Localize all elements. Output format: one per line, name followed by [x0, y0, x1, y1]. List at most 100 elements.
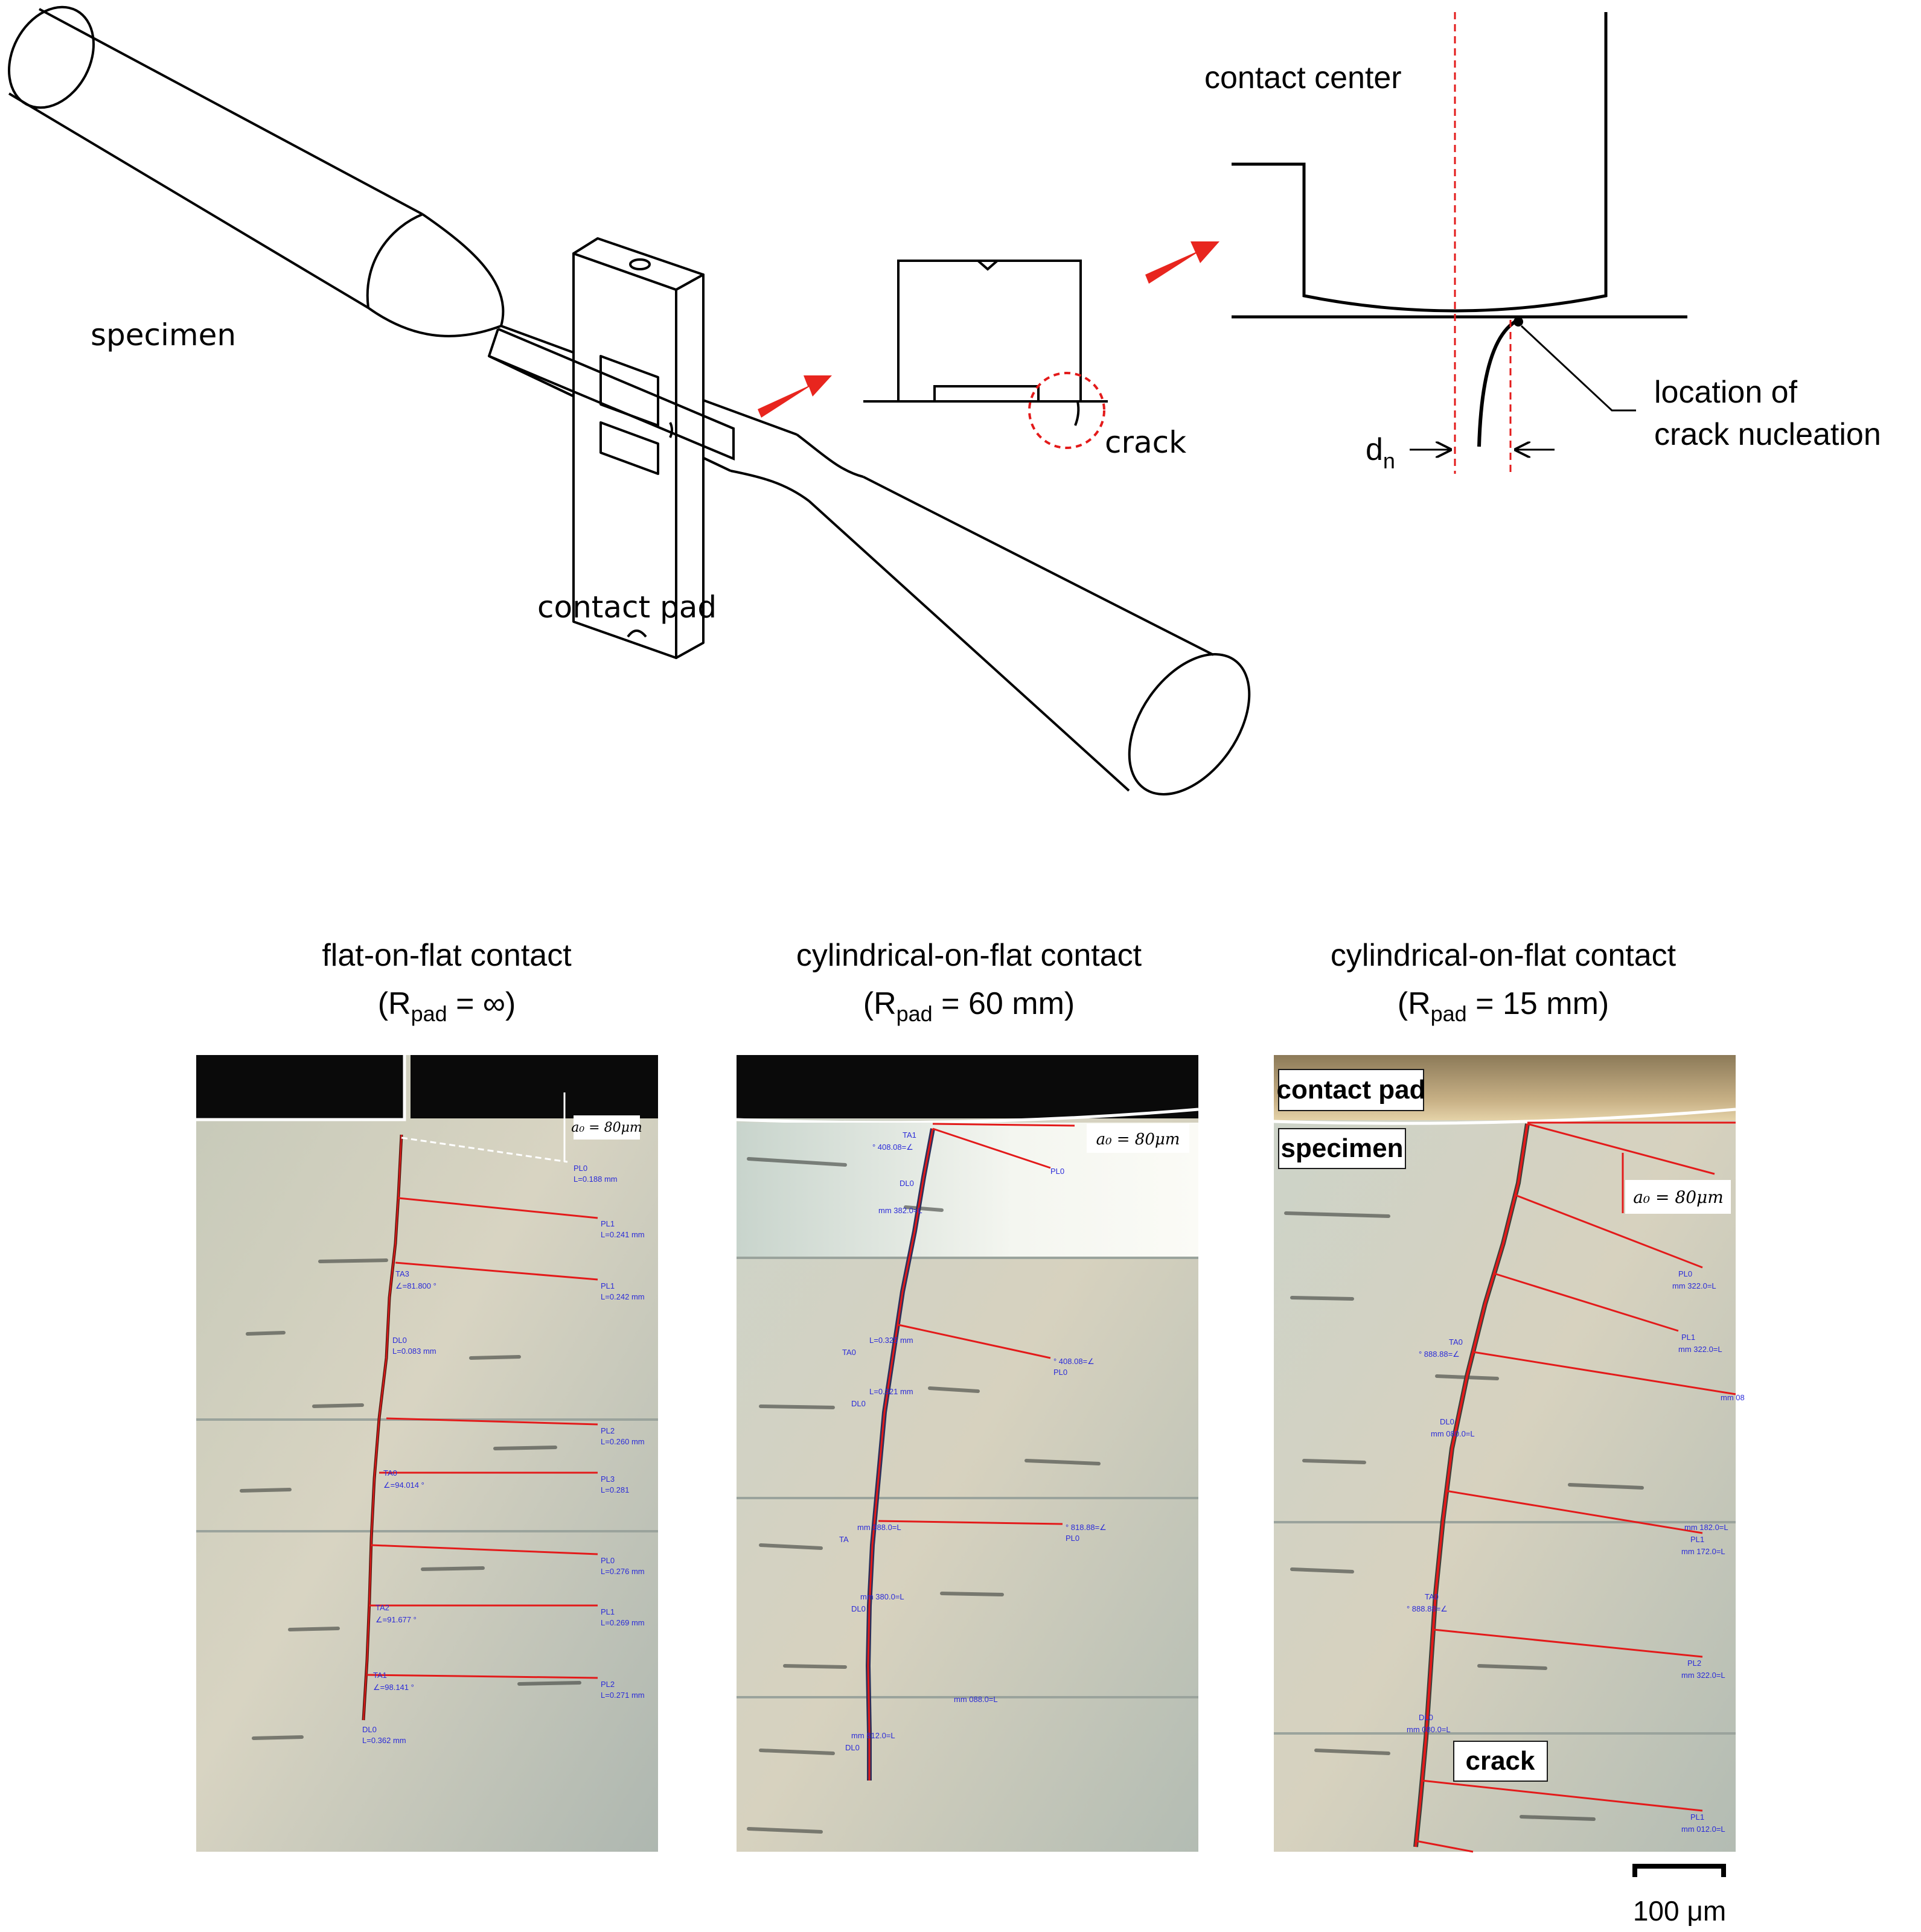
- panel-2-blue-labels: TA1 ° 408.08=∠ DL0 mm 382.0=L PL0 L=0.32…: [839, 1130, 1107, 1752]
- side-view-crack: [1074, 401, 1080, 426]
- svg-text:PL0: PL0: [1053, 1368, 1067, 1377]
- panel-1-blue-labels: PL0 L=0.188 mm PL1 L=0.241 mm TA3 ∠=81.8…: [362, 1164, 645, 1745]
- svg-text:L=0.260 mm: L=0.260 mm: [601, 1437, 645, 1446]
- red-arrow-2: [1145, 241, 1219, 284]
- panel-2-rpad: (Rpad = 60 mm): [863, 986, 1075, 1026]
- svg-text:mm 812.0=L: mm 812.0=L: [851, 1731, 895, 1740]
- svg-text:TA1: TA1: [903, 1130, 916, 1140]
- contact-center-label: contact center: [1204, 60, 1402, 95]
- svg-text:mm 012.0=L: mm 012.0=L: [1681, 1825, 1725, 1834]
- svg-text:° 818.88=∠: ° 818.88=∠: [1066, 1523, 1107, 1532]
- panel-2-streaks: [747, 1157, 1101, 1834]
- svg-text:TA2: TA2: [376, 1603, 389, 1612]
- nucleation-label-line2: crack nucleation: [1654, 417, 1881, 452]
- svg-text:mm 182.0=L: mm 182.0=L: [1684, 1523, 1728, 1532]
- svg-text:PL1: PL1: [1681, 1333, 1695, 1342]
- panel-3-rpad: (Rpad = 15 mm): [1398, 986, 1609, 1026]
- svg-text:PL3: PL3: [601, 1475, 615, 1484]
- panel-1-measure-lines: [366, 1197, 598, 1679]
- side-view-notch: [977, 260, 999, 271]
- svg-text:TA3: TA3: [395, 1269, 409, 1278]
- svg-text:mm 322.0=L: mm 322.0=L: [1678, 1345, 1722, 1354]
- svg-text:° 888.88=∠: ° 888.88=∠: [1407, 1604, 1448, 1613]
- detail-crack: [1477, 318, 1520, 447]
- svg-text:L=0.188 mm: L=0.188 mm: [574, 1175, 618, 1184]
- svg-text:° 408.08=∠: ° 408.08=∠: [1053, 1357, 1095, 1366]
- scale-bar-label: 100 μm: [1633, 1895, 1726, 1927]
- side-view-contact-step: [933, 385, 1040, 401]
- svg-text:PL0: PL0: [574, 1164, 587, 1173]
- svg-text:TA1: TA1: [373, 1671, 387, 1680]
- svg-text:L=0.276 mm: L=0.276 mm: [601, 1567, 645, 1576]
- svg-text:DL0: DL0: [851, 1399, 866, 1408]
- contact-pad-label: contact pad: [537, 590, 717, 625]
- svg-text:mm 382.0=L: mm 382.0=L: [878, 1206, 922, 1215]
- svg-text:PL0: PL0: [1678, 1269, 1692, 1278]
- panel-2-a0-label: a₀ = 80μm: [1096, 1130, 1180, 1149]
- nucleation-point: [1513, 317, 1523, 327]
- pad-notch-bottom: [627, 630, 647, 638]
- panel-3-title: cylindrical-on-flat contact: [1331, 938, 1676, 973]
- svg-text:° 888.88=∠: ° 888.88=∠: [1419, 1350, 1460, 1359]
- svg-text:PL2: PL2: [601, 1426, 615, 1435]
- pad-side-face: [675, 273, 705, 659]
- svg-text:mm 08: mm 08: [1721, 1393, 1745, 1402]
- specimen-grip-right: [808, 476, 1214, 792]
- svg-text:PL1: PL1: [1690, 1535, 1704, 1544]
- svg-text:PL1: PL1: [601, 1281, 615, 1290]
- panel-1-rpad: (Rpad = ∞): [378, 986, 516, 1026]
- svg-text:L=0.321 mm: L=0.321 mm: [869, 1387, 913, 1396]
- crack-highlight-circle: [1028, 372, 1105, 449]
- svg-text:L=0.242 mm: L=0.242 mm: [601, 1292, 645, 1301]
- panel-3-crack-label: crack: [1465, 1746, 1535, 1776]
- svg-text:∠=81.800 °: ∠=81.800 °: [395, 1281, 436, 1290]
- dn-label: dn: [1366, 432, 1395, 473]
- svg-text:∠=91.677 °: ∠=91.677 °: [376, 1615, 417, 1624]
- svg-text:mm 080.0=L: mm 080.0=L: [1407, 1725, 1451, 1734]
- specimen-flat-through-pad: [488, 328, 735, 461]
- svg-text:L=0.083 mm: L=0.083 mm: [392, 1347, 436, 1356]
- panel-1-title: flat-on-flat contact: [322, 938, 572, 973]
- nucleation-label-line1: location of: [1654, 375, 1798, 410]
- side-view-crack-label: crack: [1105, 425, 1186, 460]
- svg-text:L=0.271 mm: L=0.271 mm: [601, 1691, 645, 1700]
- svg-text:mm 380.0=L: mm 380.0=L: [860, 1592, 904, 1601]
- side-view-pad: [897, 260, 1082, 401]
- specimen-shoulder-left: [366, 213, 505, 337]
- svg-text:mm 388.0=L: mm 388.0=L: [857, 1523, 901, 1532]
- svg-text:DL0: DL0: [392, 1336, 407, 1345]
- panel-1-a0-label: a₀ = 80μm: [571, 1120, 642, 1135]
- svg-text:L=0.281: L=0.281: [601, 1485, 629, 1494]
- panel-3-contact-pad-label: contact pad: [1277, 1075, 1426, 1105]
- svg-text:DL0: DL0: [1440, 1417, 1454, 1426]
- svg-text:mm 088.0=L: mm 088.0=L: [954, 1695, 998, 1704]
- specimen-end-right: [1128, 653, 1251, 795]
- micrograph-flat-on-flat: a₀ = 80μm PL0 L=0.188 mm PL1 L=0.241 mm …: [196, 1055, 658, 1852]
- panel-3-streaks: [1284, 1211, 1644, 1821]
- micrograph-cylindrical-60mm: a₀ = 80μm TA1 ° 408.08=∠ DL0 mm 382.0=L …: [736, 1055, 1199, 1852]
- svg-text:mm 172.0=L: mm 172.0=L: [1681, 1547, 1725, 1556]
- specimen-shoulder-right: [730, 433, 864, 502]
- svg-text:DL0: DL0: [362, 1725, 377, 1734]
- specimen-label: specimen: [91, 317, 236, 352]
- svg-text:TA0: TA0: [1449, 1337, 1463, 1347]
- panel-3-a0-label: a₀ = 80μm: [1633, 1187, 1724, 1207]
- scale-bar: 100 μm: [1632, 1864, 1726, 1927]
- micrograph-cylindrical-15mm: a₀ = 80μm PL0 mm 322.0=L TA0 ° 888.88=∠ …: [1273, 1055, 1745, 1853]
- svg-text:TA0: TA0: [1425, 1592, 1439, 1601]
- panel-title-1: flat-on-flat contact (Rpad = ∞): [322, 938, 572, 1026]
- svg-text:DL0: DL0: [1419, 1713, 1433, 1722]
- svg-text:TA: TA: [839, 1535, 849, 1544]
- detail-pad-outline: [1232, 12, 1608, 313]
- svg-text:mm 322.0=L: mm 322.0=L: [1681, 1671, 1725, 1680]
- panel-title-3: cylindrical-on-flat contact (Rpad = 15 m…: [1331, 938, 1676, 1026]
- specimen-drawing: [7, 5, 1251, 795]
- svg-text:mm 080.0=L: mm 080.0=L: [1431, 1429, 1475, 1438]
- svg-text:∠=98.141 °: ∠=98.141 °: [373, 1683, 414, 1692]
- side-view: [863, 260, 1108, 426]
- panel-1-a0-dashed: [401, 1137, 568, 1163]
- panel-2-title: cylindrical-on-flat contact: [796, 938, 1142, 973]
- svg-text:L=0.241 mm: L=0.241 mm: [601, 1230, 645, 1239]
- svg-text:PL0: PL0: [1050, 1167, 1064, 1176]
